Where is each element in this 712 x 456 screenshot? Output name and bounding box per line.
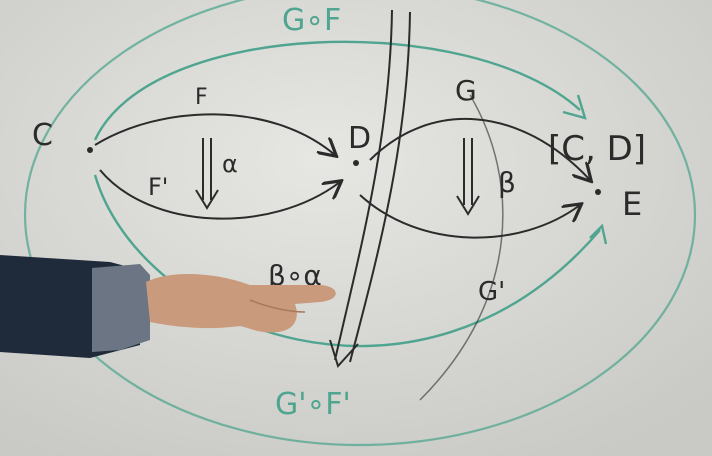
functor-f-arrow — [94, 113, 335, 155]
g-prime-arc — [419, 94, 504, 401]
object-e-dot — [595, 189, 601, 195]
functor-g-prime-arrow — [359, 194, 580, 239]
composite-top-arrow — [93, 40, 581, 141]
functor-f-prime-label: F' — [148, 173, 168, 201]
functor-g-prime-label: G' — [478, 277, 505, 307]
composite-double-arrow — [329, 9, 411, 368]
functor-category-label: [C, D] — [548, 129, 646, 169]
beta-double-arrow — [456, 138, 480, 216]
composite-top-label: G∘F — [282, 3, 341, 38]
object-d-label: D — [348, 121, 371, 156]
functor-g-arrow — [369, 117, 590, 180]
alpha-double-arrow — [195, 138, 219, 210]
pointing-hand — [0, 255, 336, 358]
composite-bottom-label: G'∘F' — [275, 387, 351, 422]
object-d-dot — [353, 160, 359, 166]
composite-bottom-arrow — [93, 174, 601, 348]
object-c-label: C — [32, 118, 53, 153]
beta-label: β — [498, 166, 516, 199]
alpha-label: α — [222, 150, 238, 178]
composite-top-arrowhead — [562, 94, 587, 120]
functor-f-label: F — [195, 85, 208, 110]
outer-ellipse — [24, 0, 696, 447]
composite-bottom-arrowhead — [589, 223, 608, 245]
object-c-dot — [87, 147, 93, 153]
functor-f-prime-arrow — [99, 169, 340, 220]
functor-g-label: G — [455, 74, 477, 107]
object-e-label: E — [622, 185, 642, 223]
